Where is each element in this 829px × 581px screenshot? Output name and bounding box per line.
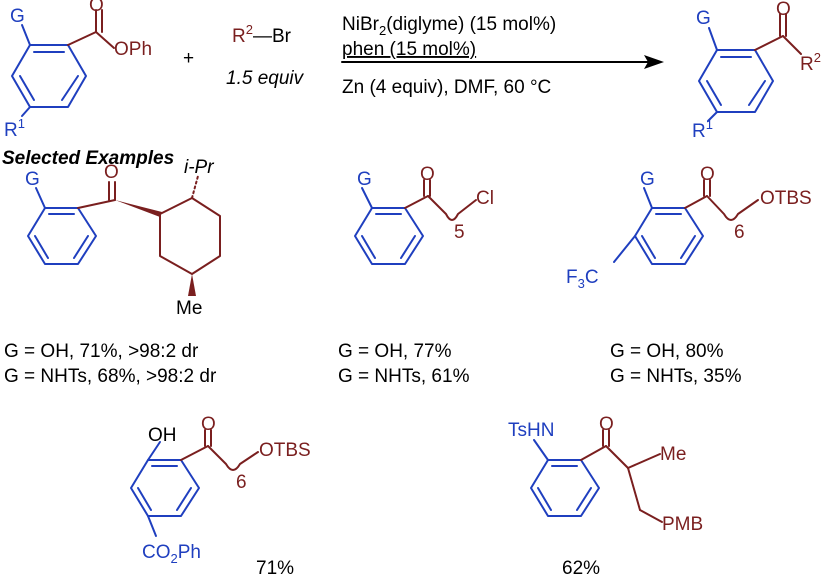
example-1-yield-oh: G = OH, 71%, >98:2 dr xyxy=(4,341,199,362)
starting-material: G O OPh R1 xyxy=(4,0,152,141)
plus-sign: + xyxy=(183,48,194,69)
svg-text:R2—Br: R2—Br xyxy=(232,22,292,47)
start-ester-label: OPh xyxy=(114,39,152,60)
product-carbonyl-o: O xyxy=(776,0,791,20)
example-2-o: O xyxy=(420,164,435,185)
example-2-yield-nhts: G = NHTs, 61% xyxy=(338,366,470,387)
reagent-equiv: 1.5 equiv xyxy=(226,68,305,89)
example-2-chain-count: 5 xyxy=(454,222,465,243)
start-r1-label: R1 xyxy=(4,116,25,141)
condition-reductant: Zn (4 equiv), DMF, 60 °C xyxy=(342,77,551,98)
example-3-structure: G O 6 OTBS F3C xyxy=(566,164,812,291)
example-1-o: O xyxy=(104,162,119,183)
example-5-tshn: TsHN xyxy=(508,420,554,441)
example-5-yield: 62% xyxy=(562,558,600,579)
example-3-o: O xyxy=(700,164,715,185)
example-3-yield-oh: G = OH, 80% xyxy=(610,341,724,362)
reaction-conditions: NiBr2(diglyme) (15 mol%) phen (15 mol%) … xyxy=(341,14,664,98)
example-2-structure: G O 5 Cl xyxy=(354,164,494,265)
example-3-chain-count: 6 xyxy=(734,222,745,243)
start-carbonyl-o: O xyxy=(89,0,104,16)
example-5-o: O xyxy=(599,414,614,435)
example-1-me: Me xyxy=(176,298,202,319)
example-3-g: G xyxy=(640,169,655,190)
example-3-cf3: F3C xyxy=(566,267,599,291)
product-r1-label: R1 xyxy=(692,117,713,142)
example-4-otbs: OTBS xyxy=(259,440,311,461)
product-g-label: G xyxy=(696,8,711,29)
example-4-co2ph: CO2Ph xyxy=(142,542,201,566)
arrow-head xyxy=(644,55,664,69)
example-3-otbs: OTBS xyxy=(760,188,812,209)
condition-ligand: phen (15 mol%) xyxy=(342,39,476,60)
example-4-o: O xyxy=(201,414,216,435)
product-r2-label: R2 xyxy=(800,50,821,75)
example-4-chain-count: 6 xyxy=(236,472,247,493)
example-1-yield-nhts: G = NHTs, 68%, >98:2 dr xyxy=(4,366,217,387)
section-title: Selected Examples xyxy=(2,148,174,169)
example-2-cl: Cl xyxy=(476,188,494,209)
example-1-structure: G O i-Pr Me xyxy=(25,157,221,319)
svg-text:NiBr2(diglyme) (15 mol%): NiBr2(diglyme) (15 mol%) xyxy=(342,14,556,38)
example-4-structure: OH O 6 OTBS CO2Ph xyxy=(130,414,311,566)
example-4-yield: 71% xyxy=(256,558,294,579)
example-2-yield-oh: G = OH, 77% xyxy=(338,341,452,362)
example-5-me: Me xyxy=(660,444,686,465)
alkyl-bromide-reagent: R2—Br 1.5 equiv xyxy=(226,22,305,89)
example-2-g: G xyxy=(357,169,372,190)
example-5-pmb: PMB xyxy=(662,514,703,535)
example-3-yield-nhts: G = NHTs, 35% xyxy=(610,366,742,387)
example-1-g: G xyxy=(25,169,40,190)
product-ketone: G O R2 R1 xyxy=(692,0,821,142)
example-1-ipr: i-Pr xyxy=(184,157,214,178)
start-g-label: G xyxy=(10,6,25,27)
example-4-oh: OH xyxy=(148,425,177,446)
example-5-structure: TsHN O Me PMB xyxy=(508,414,703,535)
